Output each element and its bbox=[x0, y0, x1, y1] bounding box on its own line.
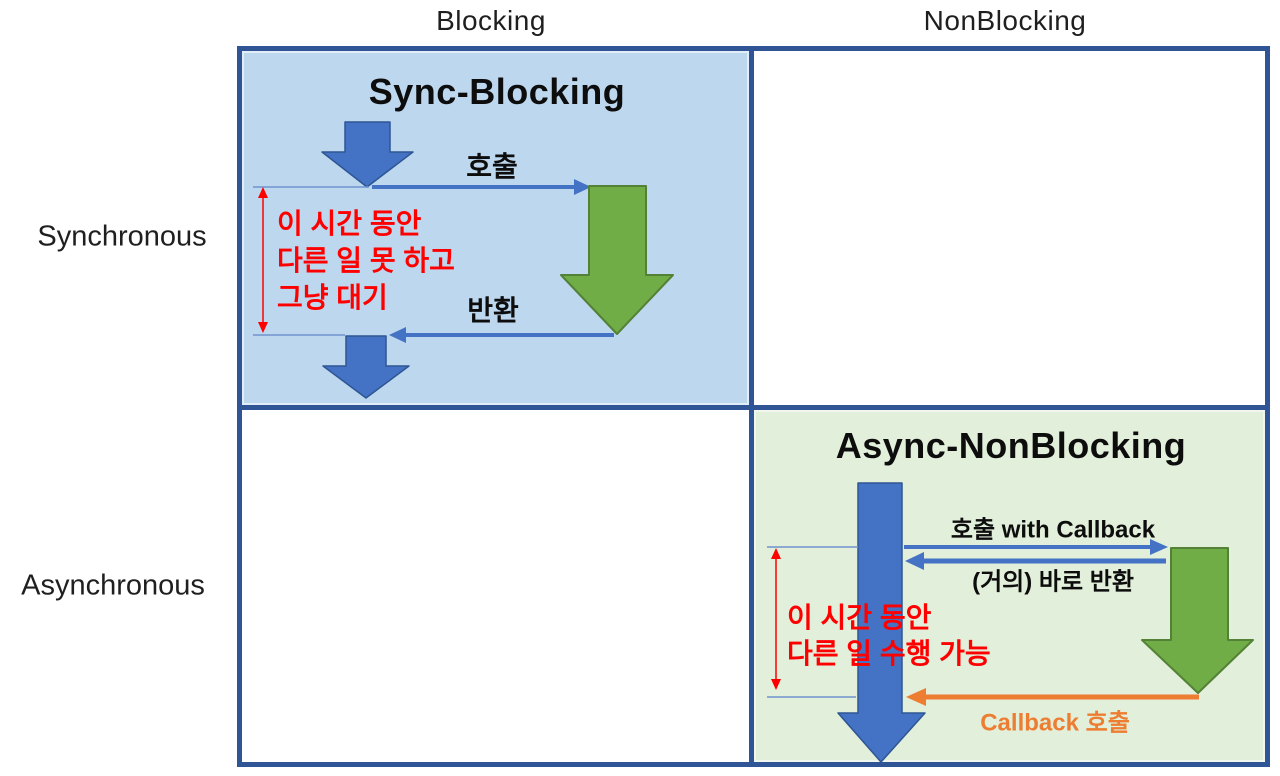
sync-return-label: 반환 bbox=[467, 295, 519, 326]
async-nonblocking-note: 이 시간 동안 다른 일 수행 가능 bbox=[787, 600, 991, 672]
async-call-label: 호출 with Callback bbox=[950, 516, 1156, 544]
sync-blocking-note: 이 시간 동안 다른 일 못 하고 그냥 대기 bbox=[277, 205, 455, 316]
column-header-blocking: Blocking bbox=[436, 5, 546, 36]
note-line: 다른 일 못 하고 bbox=[277, 245, 455, 276]
sync-call-label: 호출 bbox=[466, 151, 518, 182]
note-line: 이 시간 동안 bbox=[277, 208, 422, 239]
cell-sync-nonblocking bbox=[754, 51, 1265, 405]
note-line: 다른 일 수행 가능 bbox=[787, 638, 991, 669]
row-header-synchronous: Synchronous bbox=[37, 220, 207, 253]
sync-blocking-title: Sync-Blocking bbox=[368, 71, 626, 112]
note-line: 이 시간 동안 bbox=[787, 602, 932, 633]
cell-async-blocking bbox=[242, 410, 749, 762]
matrix-grid bbox=[237, 46, 1270, 767]
row-header-asynchronous: Asynchronous bbox=[21, 569, 205, 602]
async-nonblocking-title: Async-NonBlocking bbox=[835, 425, 1187, 466]
callback-call-label: Callback 호출 bbox=[980, 709, 1130, 737]
column-header-nonblocking: NonBlocking bbox=[923, 5, 1087, 36]
async-return-label: (거의) 바로 반환 bbox=[972, 568, 1134, 596]
note-line: 그냥 대기 bbox=[277, 282, 388, 313]
